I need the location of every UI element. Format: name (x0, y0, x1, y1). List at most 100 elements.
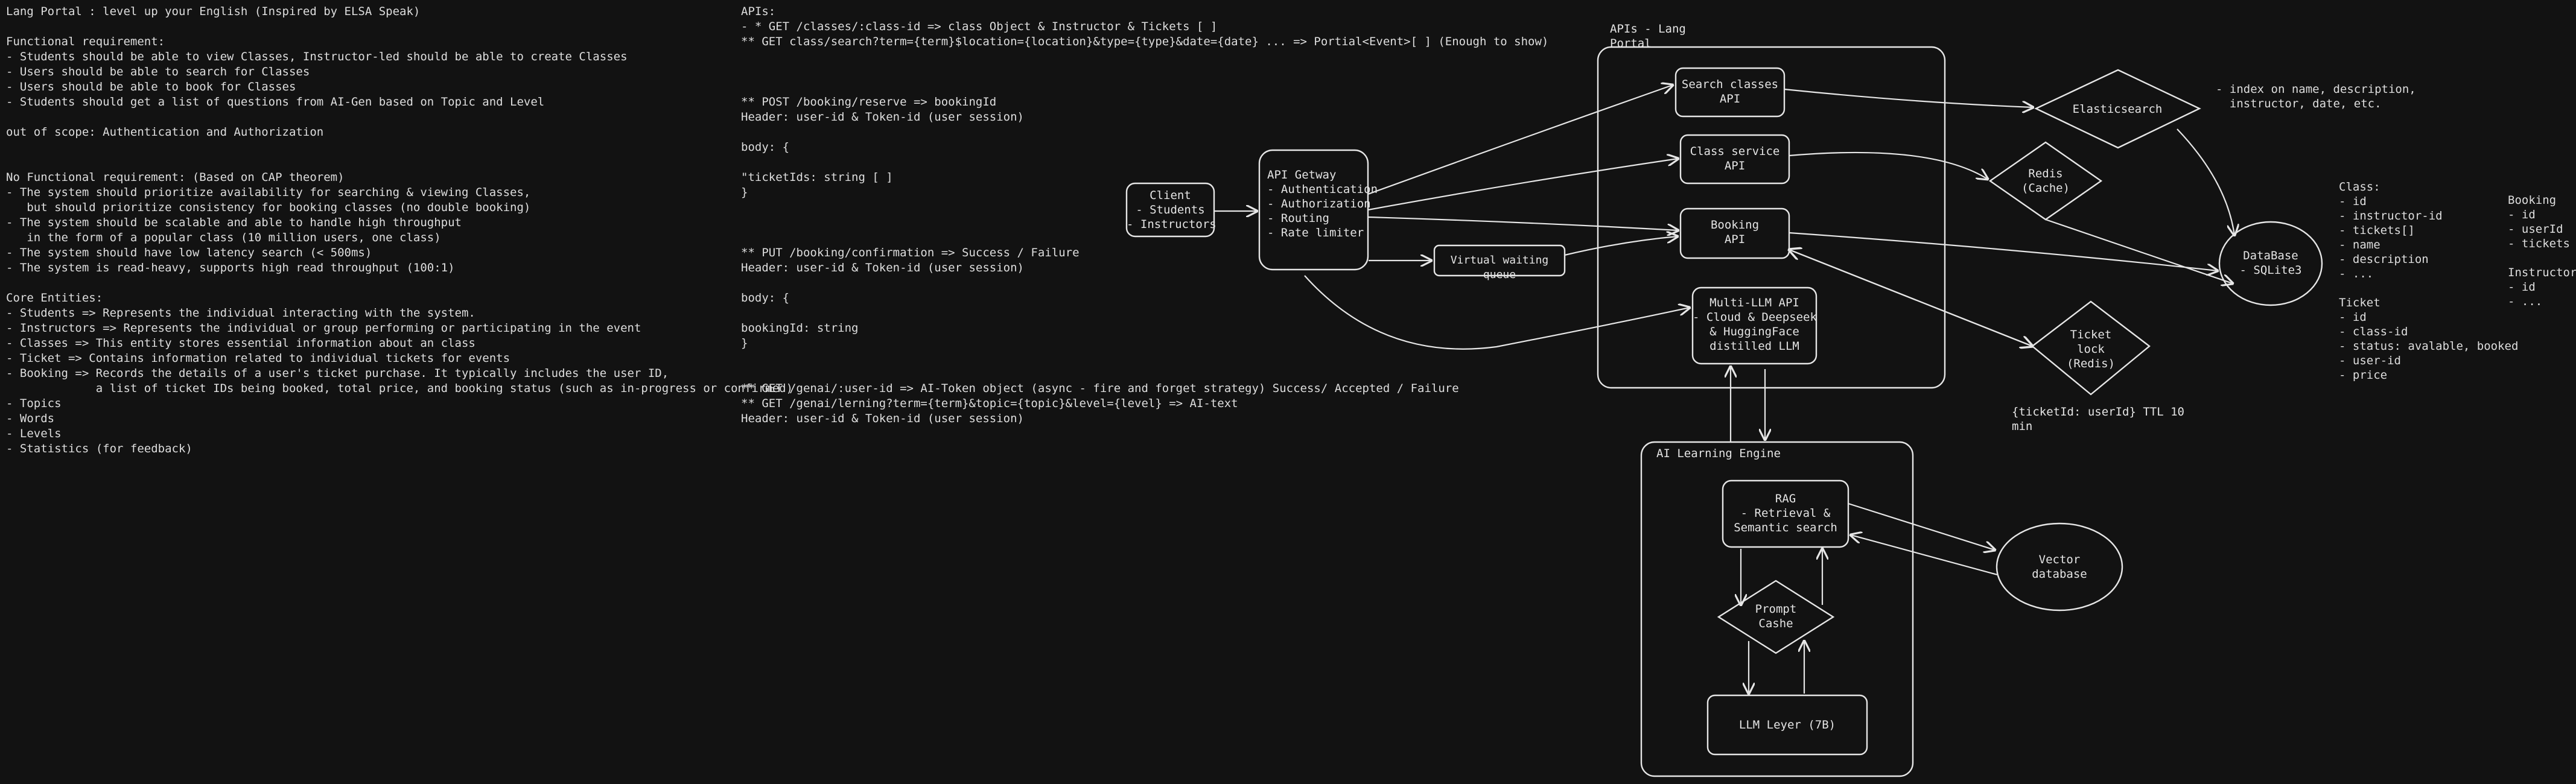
requirement-line: - Classes => This entity stores essentia… (6, 337, 475, 350)
apis-group-frame (1597, 46, 1946, 389)
api-spec-line: } (741, 337, 748, 350)
database-label: DataBase- SQLite3 (2225, 248, 2316, 277)
multi-llm-label-line: & HuggingFace (1709, 325, 1799, 338)
api-spec-line: ** GET class/search?term={term}$location… (741, 35, 1549, 48)
gateway-label-line: - Routing (1267, 212, 1329, 225)
requirement-line: but should prioritize consistency for bo… (6, 201, 531, 214)
requirement-line: - Students should be able to view Classe… (6, 50, 628, 63)
api-spec-line: ** POST /booking/reserve => bookingId (741, 95, 997, 109)
elasticsearch-label: Elasticsearch (2072, 103, 2163, 116)
llm-layer-node (1706, 694, 1868, 756)
class-ticket-entities-line: - class-id (2339, 325, 2408, 338)
api-spec-line: "ticketIds: string [ ] (741, 171, 893, 184)
api-spec-lines: APIs: - * GET /classes/:class-id => class… (741, 4, 1548, 426)
vector-db-label-line: database (2032, 567, 2087, 581)
requirement-line: - Ticket => Contains information related… (6, 352, 510, 365)
ticket-lock-label-line: (Redis) (2066, 357, 2116, 370)
class-service-node (1679, 134, 1790, 185)
rag-node (1722, 479, 1849, 548)
client-label-line: Client (1150, 189, 1191, 202)
requirement-line: - Students => Represents the individual … (6, 306, 475, 320)
booking-instructor-entities-line: Booking (2508, 194, 2557, 207)
booking-instructor-entities-line: - ... (2508, 295, 2543, 308)
ticket-lock-note: {ticketId: userId} TTL 10 min (2012, 405, 2184, 433)
class-ticket-entities-line: - tickets[] (2339, 224, 2415, 237)
requirements-title: Lang Portal : level up your English (Ins… (6, 5, 421, 18)
virtual-queue-label: Virtual waiting queue (1450, 254, 1549, 281)
search-api-label-line: Search classes (1681, 78, 1779, 91)
requirement-line: - The system is read-heavy, supports hig… (6, 261, 455, 274)
redis-cache-label: Redis (Cache) (2009, 166, 2082, 195)
class-ticket-entities-line: - user-id (2339, 354, 2401, 367)
redis-cache-label-line: Redis (2028, 167, 2063, 180)
requirement-line: - Booking => Records the details of a us… (6, 367, 669, 380)
gateway-label-line: API Getway (1267, 168, 1337, 182)
booking-instructor-entities-line: - id (2508, 280, 2536, 294)
api-spec-line: body: { (741, 141, 790, 154)
requirement-line: Core Entities: (6, 291, 103, 305)
prompt-cache-label-line: Prompt (1755, 602, 1797, 616)
booking-instructor-entities-line (2508, 251, 2576, 265)
requirement-line: Functional requirement: (6, 35, 165, 48)
requirements-block: Lang Portal : level up your English (Ins… (6, 4, 793, 457)
client-node (1125, 182, 1215, 238)
requirements-lines: Functional requirement: - Students should… (6, 19, 793, 457)
multi-llm-label-line: - Cloud & Deepseek (1693, 311, 1817, 324)
prompt-cache-label-line: Cashe (1758, 617, 1793, 630)
ai-engine-group-frame (1640, 441, 1914, 777)
class-ticket-entities: Class:- id- instructor-id- tickets[]- na… (2339, 180, 2518, 382)
api-spec-line: ** GET /genai/:user-id => AI-Token objec… (741, 382, 1459, 395)
booking-api-label-line: API (1724, 233, 1746, 246)
api-spec-line: ** PUT /booking/confirmation => Success … (741, 246, 1080, 259)
client-label-line: - Instructors (1127, 218, 1216, 231)
ticket-lock-label: Ticket lock(Redis) (2055, 327, 2127, 371)
requirement-line: a list of ticket IDs being booked, total… (6, 382, 793, 395)
requirement-line: - Levels (6, 427, 62, 440)
requirement-line: - Students should get a list of question… (6, 95, 545, 109)
requirement-line: - Users should be able to search for Cla… (6, 65, 310, 78)
api-spec-line: } (741, 186, 748, 199)
requirement-line: in the form of a popular class (10 milli… (6, 231, 441, 244)
prompt-cache-node (1717, 580, 1835, 654)
class-service-label-line: API (1724, 159, 1746, 172)
gateway-label: API Getway- Authentication- Authorizatio… (1267, 168, 1378, 240)
apis-group-title: APIs - Lang Portal (1610, 22, 1686, 50)
rag-label-line: Semantic search (1734, 521, 1837, 534)
api-spec-block: APIs: - * GET /classes/:class-id => class… (741, 4, 1548, 426)
ticket-lock-node (2031, 300, 2151, 396)
api-spec-line: Header: user-id & Token-id (user session… (741, 412, 1024, 425)
client-label-line: - Students (1136, 203, 1205, 217)
class-ticket-entities-line: Ticket (2339, 296, 2380, 309)
llm-layer-label: LLM Leyer (7B) (1738, 718, 1836, 732)
redis-cache-node (1988, 141, 2103, 221)
api-spec-line: APIs: (741, 5, 776, 18)
redis-cache-label-line: (Cache) (2021, 182, 2070, 195)
elasticsearch-node (2034, 69, 2201, 149)
booking-instructor-entities-line: - userId (2508, 223, 2563, 236)
ticket-lock-label-line: Ticket (2070, 328, 2112, 341)
requirement-line: - Words (6, 412, 55, 425)
api-spec-line: bookingId: string (741, 321, 859, 335)
class-service-label-line: Class service (1690, 145, 1780, 158)
api-spec-line: Header: user-id & Token-id (user session… (741, 261, 1024, 274)
vector-db-label-line: Vector (2038, 553, 2081, 566)
api-spec-line: body: { (741, 291, 790, 305)
requirement-line: - The system should have low latency sea… (6, 246, 372, 259)
api-spec-line: - * GET /classes/:class-id => class Obje… (741, 20, 1218, 33)
class-ticket-entities-line: - instructor-id (2339, 209, 2443, 223)
client-label: Client- Students- Instructors (1127, 188, 1216, 232)
class-ticket-entities-line: - ... (2339, 267, 2374, 280)
rag-label-line: - Retrieval & (1740, 507, 1831, 520)
api-spec-line: Header: user-id & Token-id (user session… (741, 110, 1024, 124)
booking-api-label-line: Booking (1710, 218, 1760, 232)
multi-llm-label: Multi-LLM API- Cloud & Deepseek& Hugging… (1693, 296, 1817, 353)
class-ticket-entities-line: - status: avalable, booked (2339, 340, 2519, 353)
requirement-line: - Statistics (for feedback) (6, 442, 192, 455)
ticket-lock-label-line: lock (2077, 343, 2105, 356)
